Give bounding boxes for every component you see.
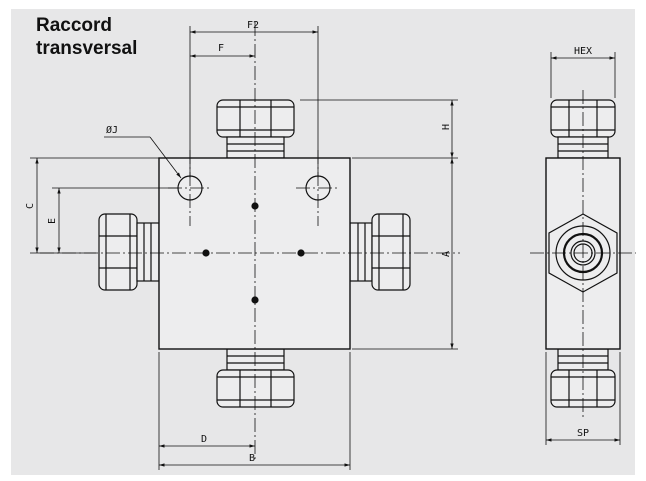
dim-label-a: A <box>441 251 452 257</box>
valve-body <box>158 157 351 350</box>
dim-label-h: H <box>441 124 452 130</box>
right-fitting <box>349 213 411 291</box>
drawing-title: Raccord transversal <box>36 14 137 60</box>
dim-label-b: B <box>249 453 255 464</box>
dim-label-hex: HEX <box>574 46 592 57</box>
dim-label-d: D <box>201 434 207 445</box>
front-view <box>98 99 411 408</box>
dim-label-c: C <box>25 203 36 209</box>
dim-label-f: F <box>218 43 224 54</box>
title-line-1: Raccord <box>36 15 113 36</box>
side-centerlines <box>530 90 636 420</box>
top-fitting <box>216 99 295 159</box>
title-line-2: transversal <box>36 38 138 59</box>
dim-label-dia-j: ØJ <box>106 124 118 136</box>
left-fitting <box>98 213 160 291</box>
dim-label-sp: SP <box>577 428 589 439</box>
side-bottom-fitting <box>550 348 616 408</box>
dim-label-e: E <box>47 218 58 224</box>
side-dimensions <box>545 52 621 445</box>
dim-label-f2: F2 <box>247 20 259 31</box>
front-dimensions <box>30 26 458 470</box>
bottom-fitting <box>216 348 295 408</box>
